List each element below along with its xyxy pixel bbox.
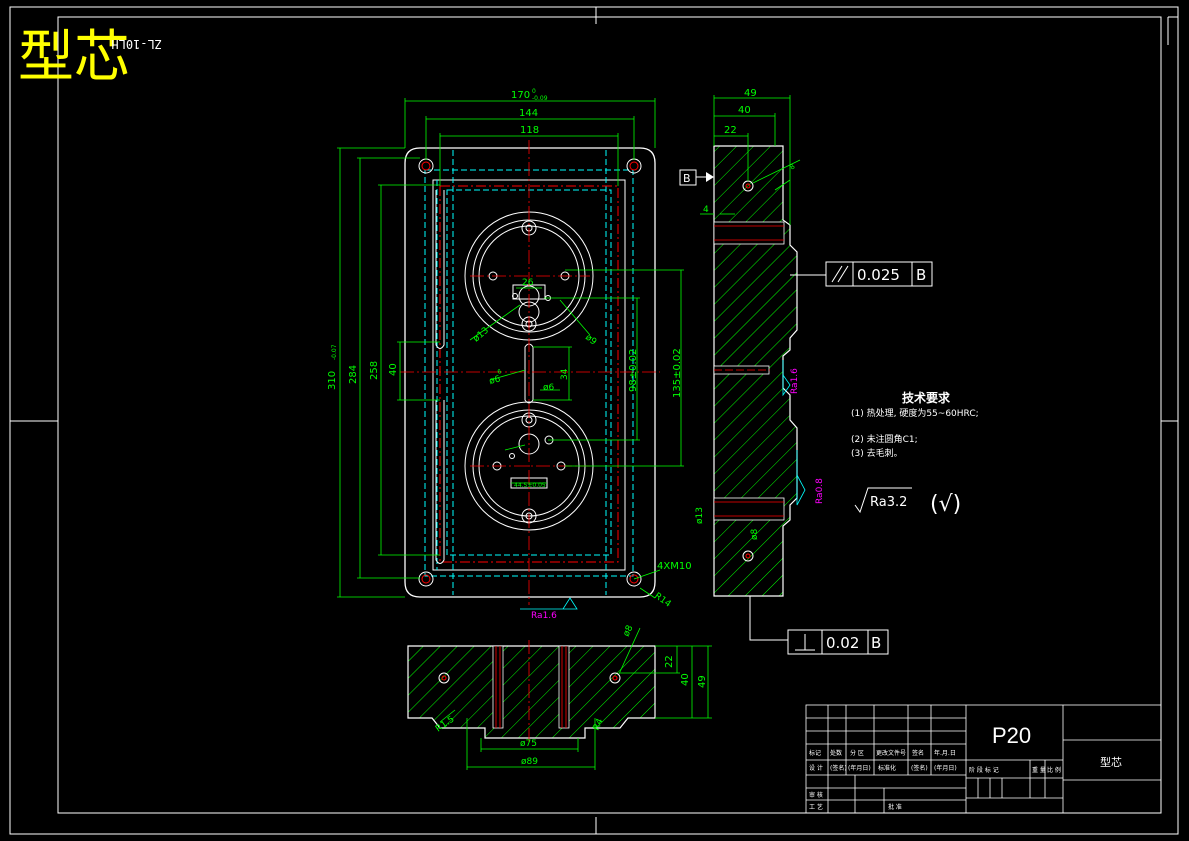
- gdt-perpendicular: 0.02 B: [749, 596, 889, 655]
- dim-258: 258: [369, 361, 380, 380]
- tb-r1c: (年月日): [848, 764, 871, 772]
- gdt-parallel-datum: B: [916, 266, 926, 284]
- side-dim-d8-bottom: ø8: [750, 528, 760, 540]
- front-view: 170 0 -0.09 144 118 310 -0.07 284 258 40: [327, 88, 692, 621]
- dim-284: 284: [348, 365, 359, 384]
- roughness-right-1: Ra1.6: [790, 368, 800, 394]
- tb-r1f: (年月日): [934, 764, 957, 772]
- side-dim-49: 49: [744, 88, 757, 99]
- dim-34: 34: [560, 368, 570, 380]
- dim-6-small: 6: [497, 368, 503, 376]
- tech-requirements: 技术要求 (1) 热处理, 硬度为55~60HRC; (2) 未注圆角C1; (…: [851, 390, 979, 517]
- bottom-dim-40: 40: [680, 673, 691, 686]
- side-dim-40: 40: [738, 105, 751, 116]
- callout-r14: R14: [652, 591, 672, 610]
- bottom-dim-22: 22: [664, 655, 675, 668]
- side-dim-4: 4: [703, 205, 709, 215]
- side-dim-22: 22: [724, 125, 737, 136]
- tb-r1a: 设 计: [809, 764, 823, 772]
- gdt-perp-datum: B: [871, 634, 881, 652]
- dim-44-5: 44.5±0.05: [514, 482, 546, 489]
- bottom-dim-r4: R4: [592, 717, 606, 732]
- svg-text:ZL-10LH: ZL-10LH: [111, 37, 162, 51]
- tb-h2: 处数: [830, 749, 842, 757]
- bottom-dim-d75: ø75: [520, 739, 537, 749]
- sheet-frame: [9, 6, 1179, 835]
- tb-scale: 比 例: [1047, 766, 1061, 774]
- tb-approve: 批 准: [888, 803, 902, 811]
- dim-144: 144: [519, 108, 538, 119]
- material-code: P20: [992, 723, 1031, 748]
- tb-r1b: (签名): [830, 764, 847, 772]
- tb-r1d: 标准化: [878, 764, 896, 772]
- dim-d9: ø9: [583, 333, 598, 348]
- title-block: [805, 704, 1162, 814]
- dim-135: 135±0.02: [672, 348, 683, 398]
- tb-h4: 更改文件号: [876, 749, 906, 757]
- tb-r3: 工 艺: [809, 803, 823, 811]
- bottom-dim-d8: ø8: [622, 624, 636, 639]
- bottom-view: ø75 ø89 22 40 49 ø8 R1.5 R4: [407, 624, 712, 770]
- dim-170-tol-upper: 0: [532, 88, 536, 95]
- dim-26: 26: [522, 278, 534, 288]
- tech-line-2: (2) 未注圆角C1;: [851, 433, 918, 445]
- dim-40-left: 40: [388, 363, 399, 376]
- dim-310-tol: -0.07: [331, 344, 338, 360]
- tb-stages: 阶 段 标 记: [969, 766, 999, 774]
- side-dim-d8: 8: [788, 163, 797, 172]
- tb-h5: 签名: [912, 749, 924, 757]
- gdt-parallel: 0.025 B: [790, 261, 933, 287]
- callout-4xm10: 4XM10: [657, 561, 692, 572]
- tb-h6: 年.月.日: [934, 749, 956, 757]
- part-name: 型芯: [1100, 755, 1122, 769]
- bottom-dim-49: 49: [697, 675, 708, 688]
- datum-label: B: [683, 172, 691, 185]
- tech-line-3: (3) 去毛刺。: [851, 447, 903, 459]
- tb-r2: 审 核: [809, 791, 823, 799]
- tb-r1e: (签名): [911, 764, 928, 772]
- gdt-parallel-value: 0.025: [857, 266, 900, 284]
- side-dim-d13: ø13: [695, 507, 705, 524]
- dim-310: 310: [327, 371, 338, 390]
- dim-98: 98±0.02: [628, 349, 639, 392]
- tech-line-1: (1) 热处理, 硬度为55~60HRC;: [851, 407, 979, 419]
- dim-d6: ø6: [543, 383, 555, 393]
- dim-d6b: ø6: [488, 374, 502, 387]
- roughness-main: Ra3.2: [870, 495, 907, 510]
- roughness-right-2: Ra0.8: [815, 478, 825, 504]
- bottom-dim-d89: ø89: [521, 757, 538, 767]
- roughness-bottom: Ra1.6: [531, 611, 557, 621]
- drawing-title: 型芯: [18, 25, 130, 90]
- tb-h3: 分 区: [850, 749, 864, 757]
- title-block-text: P20 型芯 标记 处数 分 区 更改文件号 签名 年.月.日 设 计 (签名)…: [809, 723, 1122, 811]
- mirrored-code: ZL-10LH: [111, 37, 162, 51]
- roughness-rest: (√): [930, 492, 961, 517]
- dim-170: 170: [511, 90, 530, 101]
- tech-heading: 技术要求: [902, 390, 951, 405]
- tb-h1: 标记: [809, 749, 821, 757]
- tb-weight: 重 量: [1032, 766, 1046, 774]
- gdt-perp-value: 0.02: [826, 634, 859, 652]
- dim-118: 118: [520, 125, 539, 136]
- dim-d13: ø13: [472, 326, 491, 345]
- side-view: 49 40 22 4 8 B 0.025 B Ra1.6 Ra0.8 ø13 ø…: [679, 88, 933, 655]
- dim-170-tol-lower: -0.09: [532, 95, 548, 102]
